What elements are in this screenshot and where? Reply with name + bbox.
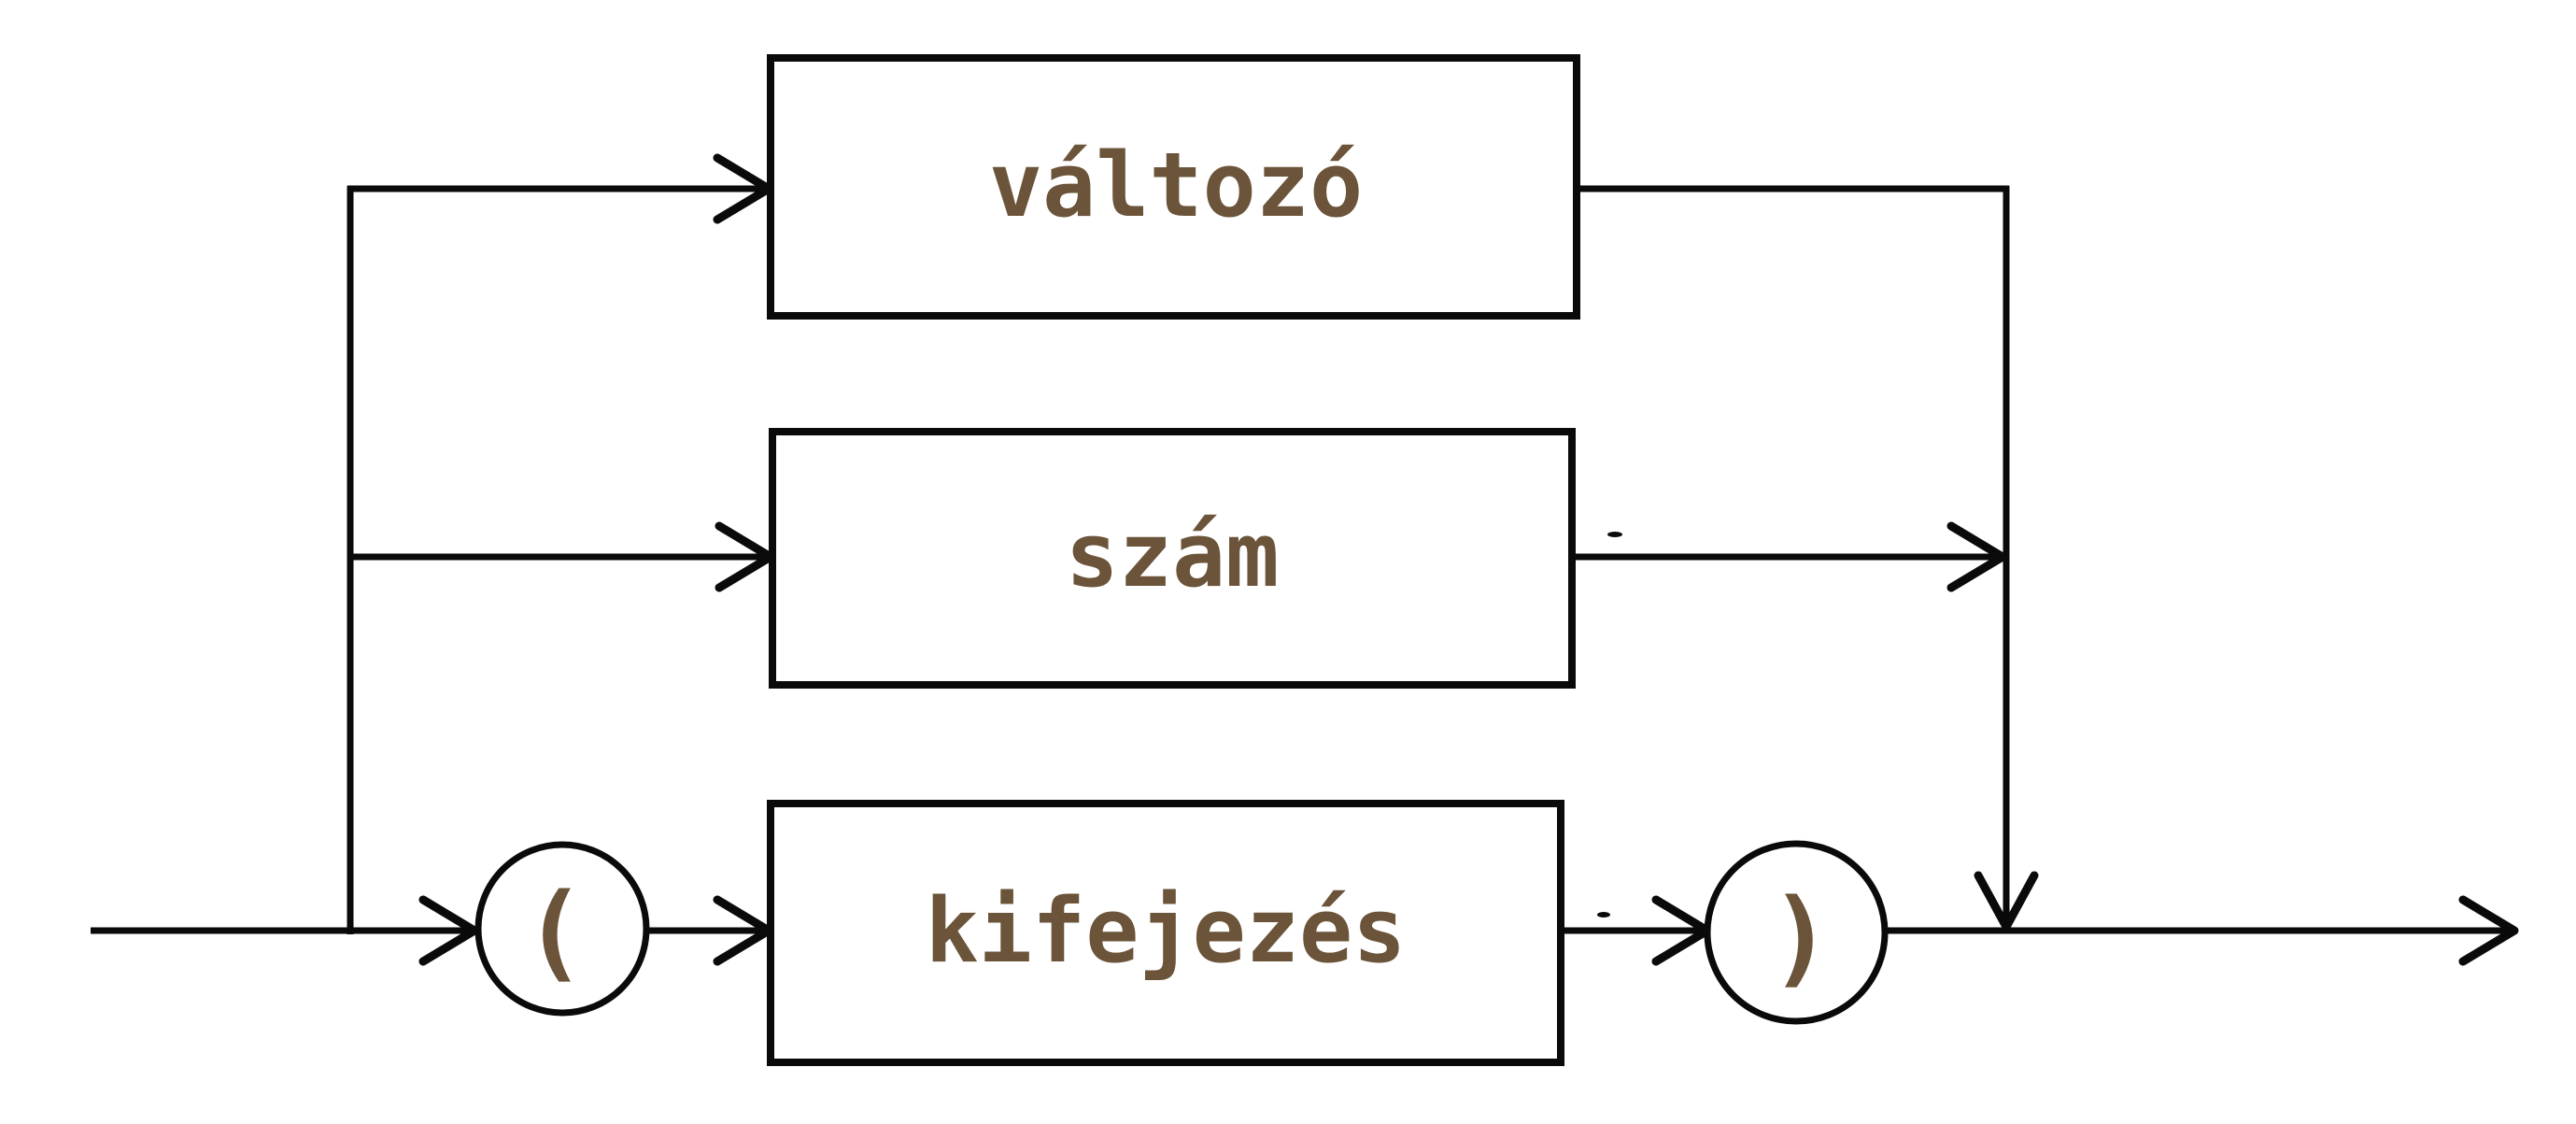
close-paren-node-label: ) xyxy=(1769,877,1832,999)
ink-speck-near-number-exit xyxy=(1607,532,1622,537)
expression-node-label: kifejezés xyxy=(926,880,1407,983)
exit-arrow-icon xyxy=(2458,895,2519,966)
variable-node-box xyxy=(767,54,1580,320)
ink-speck-near-expression-exit xyxy=(1597,912,1610,918)
expression-node-box xyxy=(767,800,1564,1066)
arrow-into-open-paren-icon xyxy=(418,895,479,966)
arrow-down-into-main-line-icon xyxy=(1974,871,2039,932)
variable-node-label: változó xyxy=(989,135,1363,237)
number-node-label: szám xyxy=(1066,505,1280,607)
open-paren-node-label: ( xyxy=(523,872,586,993)
number-node-box xyxy=(769,428,1576,689)
arrow-into-join-icon xyxy=(1946,521,2007,592)
